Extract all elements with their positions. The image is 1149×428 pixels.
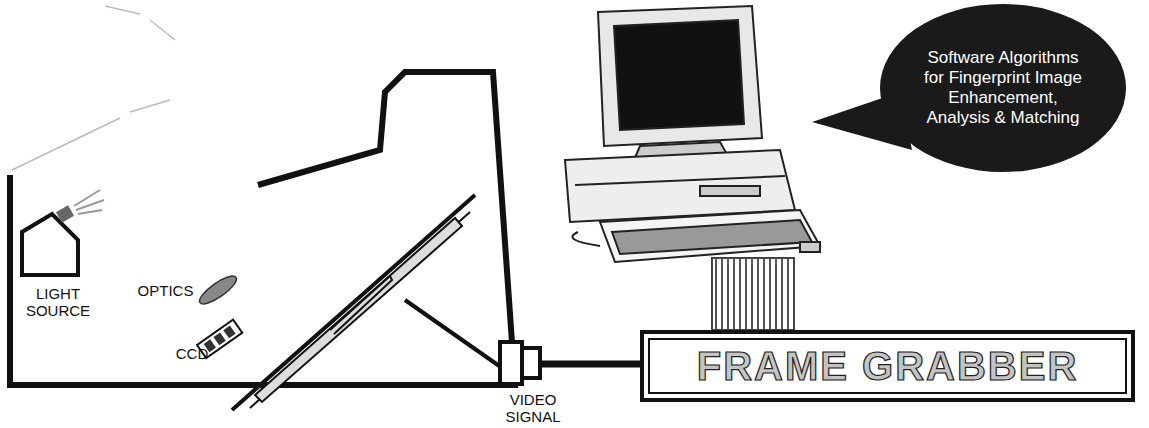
callout-text: Software Algorithms for Fingerprint Imag… [916,48,1091,128]
part-label: CCD [172,346,212,363]
part-label: LIGHT SOURCE [18,286,98,319]
box-title: FRAME GRABBER [697,344,1079,389]
signal-label: VIDEO SIGNAL [498,392,568,425]
circle-fill [880,4,1126,172]
software-callout-circle: Software Algorithms for Fingerprint Imag… [878,2,1128,174]
video-cable [540,361,640,368]
video-connector [500,342,540,384]
frame-grabber-box: FRAME GRABBER [640,330,1135,402]
optics-lens [196,272,240,309]
faint-marks [12,6,175,170]
computer [565,6,820,330]
glass-plate [232,195,505,410]
light-source [22,190,104,275]
part-label: OPTICS [128,283,203,300]
